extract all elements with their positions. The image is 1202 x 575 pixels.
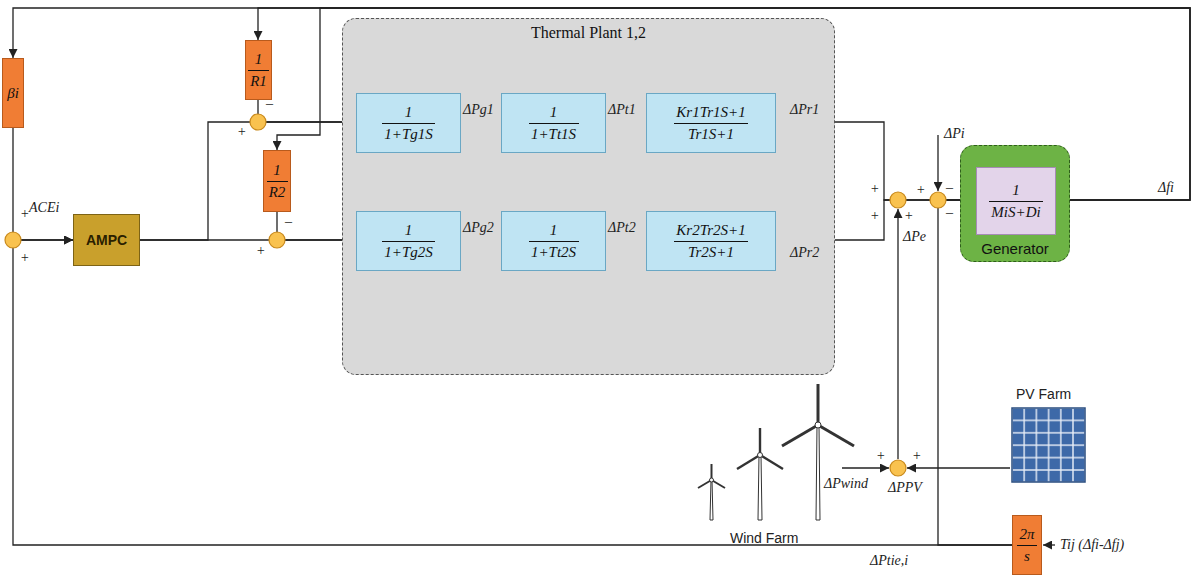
- fraction-bar: [674, 241, 748, 242]
- sign-label: –: [285, 214, 292, 230]
- numerator: Kr2Tr2S+1: [676, 222, 745, 239]
- signal-label: PV Farm: [1016, 386, 1071, 402]
- fraction-bar: [989, 201, 1043, 202]
- signal-label: ΔPr2: [790, 245, 819, 261]
- fraction-bar: [674, 123, 748, 124]
- text-holder: 1 1+Tt1S: [502, 94, 605, 152]
- sign-label: +: [916, 182, 925, 198]
- denominator: 1+Tt1S: [531, 126, 576, 143]
- denominator: 1+Tg2S: [384, 244, 432, 261]
- numerator: 1: [1012, 182, 1020, 199]
- sign-label: +: [912, 448, 921, 464]
- denominator: MiS+Di: [991, 204, 1040, 221]
- controller-box: AMPC: [73, 214, 140, 266]
- gain-box: 1R2: [263, 150, 291, 212]
- transfer-box: 1 1+Tt2S: [501, 211, 606, 271]
- signal-label: ΔPwind: [824, 476, 868, 492]
- sign-label: +: [870, 208, 879, 224]
- block-label: βi: [7, 85, 19, 102]
- text-holder: 1 1+Tg2S: [357, 212, 460, 270]
- denominator: 1+Tg1S: [384, 126, 432, 143]
- text-holder: 1R1: [246, 41, 271, 99]
- plant-region: Thermal Plant 1,2 1 1+Tg1S 1 1+Tt1S Kr1Tr1S+1…: [342, 18, 835, 375]
- sign-label: +: [876, 448, 885, 464]
- denominator: s: [1024, 548, 1030, 565]
- text-holder: 1MiS+Di: [977, 168, 1055, 234]
- numerator: 1: [550, 104, 558, 121]
- denominator: Tr2S+1: [688, 244, 734, 261]
- transfer-box: 1 1+Tg1S: [356, 93, 461, 153]
- numerator: 2π: [1019, 526, 1034, 543]
- fraction-bar: [267, 181, 288, 182]
- region-title: Generator: [961, 240, 1069, 257]
- numerator: Kr1Tr1S+1: [676, 104, 745, 121]
- signal-label: Wind Farm: [730, 530, 798, 546]
- gain-box: 1R1: [245, 40, 272, 100]
- signal-label: ΔPPV: [888, 480, 922, 496]
- transfer-box: 1MiS+Di: [976, 167, 1056, 235]
- transfer-box: 1 1+Tg2S: [356, 211, 461, 271]
- sign-label: +: [256, 243, 265, 259]
- sign-label: +: [904, 208, 913, 224]
- sign-label: +: [870, 181, 879, 197]
- text-holder: AMPC: [74, 215, 139, 265]
- signal-label: ΔPtie,i: [870, 553, 908, 569]
- fraction-bar: [382, 123, 435, 124]
- numerator: 1: [255, 51, 263, 68]
- numerator: 1: [405, 104, 413, 121]
- fraction-bar: [529, 123, 579, 124]
- signal-label: ACEi: [29, 200, 59, 216]
- fraction-bar: [1017, 545, 1037, 546]
- block-label: AMPC: [86, 232, 127, 249]
- region-title: Thermal Plant 1,2: [343, 24, 834, 41]
- fraction-bar: [382, 241, 435, 242]
- integrator-box: 2π s: [1012, 515, 1042, 575]
- signal-connector: [13, 128, 73, 240]
- denominator: Tr1S+1: [688, 126, 734, 143]
- numerator: 1: [405, 222, 413, 239]
- pv-panel: [1012, 408, 1085, 482]
- generator-region: Generator 1MiS+Di: [960, 145, 1070, 262]
- text-holder: 1R2: [264, 151, 290, 211]
- signal-label: ΔPe: [903, 229, 926, 245]
- fraction-bar: [529, 241, 579, 242]
- wind-turbines: [698, 384, 854, 520]
- text-holder: Kr2Tr2S+1Tr2S+1: [647, 212, 775, 270]
- numerator: 1: [550, 222, 558, 239]
- signal-label: ΔPr1: [790, 102, 819, 118]
- signal-label: ΔPt1: [608, 102, 636, 118]
- gain-box: βi: [2, 58, 24, 128]
- text-holder: Kr1Tr1S+1Tr1S+1: [647, 94, 775, 152]
- text-holder: 1 1+Tg1S: [357, 94, 460, 152]
- sign-label: –: [946, 205, 953, 221]
- text-holder: 2π s: [1013, 516, 1041, 574]
- signal-connector: [140, 122, 356, 240]
- signal-label: ΔPg1: [463, 102, 494, 118]
- signal-label: ΔPt2: [608, 220, 636, 236]
- sign-label: +: [20, 206, 29, 222]
- denominator: 1+Tt2S: [531, 244, 576, 261]
- denominator: R1: [250, 73, 267, 90]
- text-holder: 1 1+Tt2S: [502, 212, 605, 270]
- sign-label: –: [946, 180, 953, 196]
- transfer-box: Kr1Tr1S+1Tr1S+1: [646, 93, 776, 153]
- fraction-bar: [248, 70, 269, 71]
- signal-wires: [842, 135, 1055, 545]
- denominator: R2: [269, 184, 286, 201]
- transfer-box: 1 1+Tt1S: [501, 93, 606, 153]
- text-holder: βi: [3, 59, 23, 127]
- signal-label: ΔPi: [944, 126, 965, 142]
- signal-label: Δfi: [1158, 180, 1174, 196]
- sign-label: +: [237, 124, 246, 140]
- sign-label: +: [20, 250, 29, 266]
- signal-label: ΔPg2: [463, 220, 494, 236]
- transfer-box: Kr2Tr2S+1Tr2S+1: [646, 211, 776, 271]
- signal-label: Tij (Δfi-Δfj): [1060, 537, 1124, 553]
- sign-label: –: [266, 96, 273, 112]
- numerator: 1: [273, 162, 281, 179]
